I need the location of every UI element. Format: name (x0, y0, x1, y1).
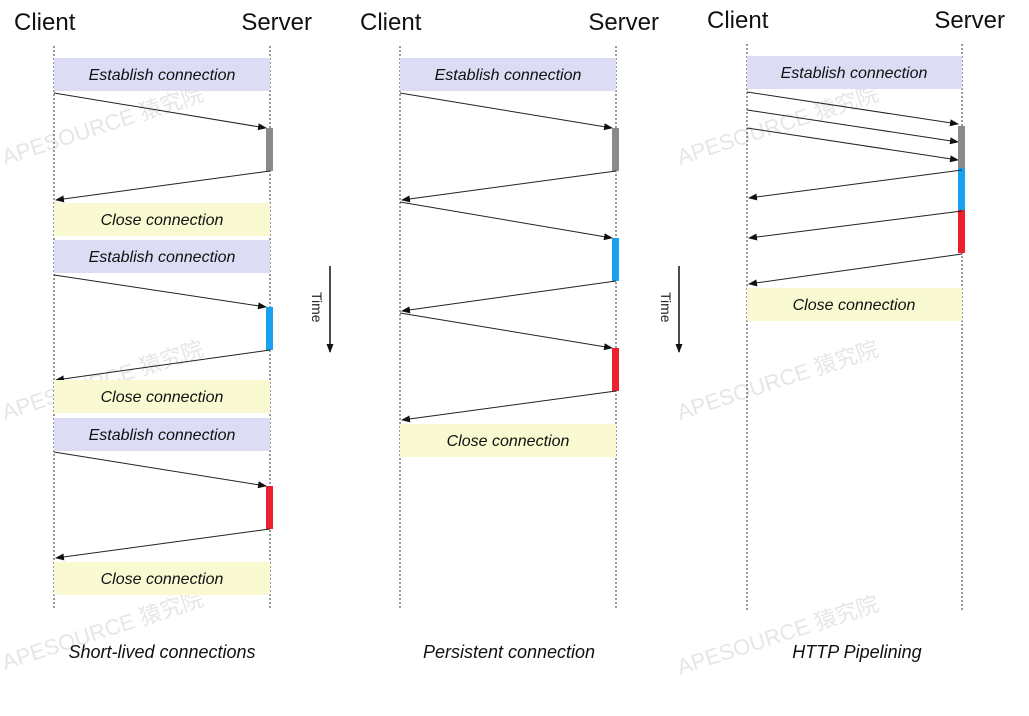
server-processing-bar (266, 307, 273, 350)
response-arrow (748, 169, 963, 201)
close-connection-box (54, 203, 270, 236)
server-processing-bar (958, 126, 965, 168)
establish-connection-label: Establish connection (435, 67, 582, 84)
panel-persistent: Client Server Establish connection Close… (360, 9, 659, 662)
client-header: Client (14, 9, 76, 36)
request-arrow (746, 91, 959, 127)
establish-connection-label: Establish connection (89, 249, 236, 266)
close-connection-box (747, 288, 962, 321)
server-header: Server (241, 9, 312, 36)
server-processing-bar (958, 210, 965, 253)
time-arrow: Time (309, 266, 334, 353)
server-processing-bar (612, 238, 619, 281)
request-arrow (53, 92, 267, 131)
response-arrow (401, 280, 617, 314)
server-processing-bar (266, 128, 273, 171)
client-header: Client (707, 7, 769, 34)
establish-connection-box (54, 58, 270, 91)
request-arrow (746, 127, 959, 163)
establish-connection-box (400, 58, 616, 91)
establish-connection-box (54, 418, 270, 451)
panel-caption: Persistent connection (423, 642, 595, 662)
response-arrow (401, 170, 617, 203)
time-label: Time (658, 292, 674, 323)
watermark: APESOURCE 猿究院 (674, 336, 882, 425)
close-connection-label: Close connection (101, 212, 224, 229)
response-arrow (748, 210, 963, 241)
establish-connection-box (747, 56, 962, 89)
close-connection-label: Close connection (447, 433, 570, 450)
response-arrow (748, 253, 963, 287)
server-processing-bar (612, 348, 619, 391)
response-arrow (55, 170, 271, 203)
close-connection-label: Close connection (101, 389, 224, 406)
close-connection-label: Close connection (793, 297, 916, 314)
establish-connection-label: Establish connection (89, 427, 236, 444)
close-connection-box (54, 562, 270, 595)
response-arrow (55, 528, 271, 561)
close-connection-box (400, 424, 616, 457)
panel-caption: Short-lived connections (68, 642, 255, 662)
request-arrow (53, 274, 267, 310)
panel-short-lived: Client Server Establish connection Close… (14, 9, 312, 662)
panel-caption: HTTP Pipelining (792, 642, 921, 662)
server-header: Server (588, 9, 659, 36)
server-processing-bar (612, 128, 619, 171)
watermark: APESOURCE 猿究院 (674, 591, 882, 680)
response-arrow (401, 390, 617, 423)
request-arrow (53, 451, 267, 489)
request-arrow (399, 312, 613, 351)
request-arrow (399, 92, 613, 131)
request-arrow (746, 109, 959, 145)
server-processing-bar (958, 168, 965, 210)
close-connection-label: Close connection (101, 571, 224, 588)
server-processing-bar (266, 486, 273, 529)
response-arrow (55, 349, 271, 383)
time-arrow: Time (658, 266, 683, 353)
client-header: Client (360, 9, 422, 36)
establish-connection-label: Establish connection (89, 67, 236, 84)
close-connection-box (54, 380, 270, 413)
server-header: Server (934, 7, 1005, 34)
request-arrow (399, 201, 613, 241)
time-label: Time (309, 292, 325, 323)
watermark: APESOURCE 猿究院 (0, 81, 207, 170)
establish-connection-box (54, 240, 270, 273)
establish-connection-label: Establish connection (781, 65, 928, 82)
panel-http-pipelining: Client Server Establish connection Close… (707, 7, 1005, 662)
